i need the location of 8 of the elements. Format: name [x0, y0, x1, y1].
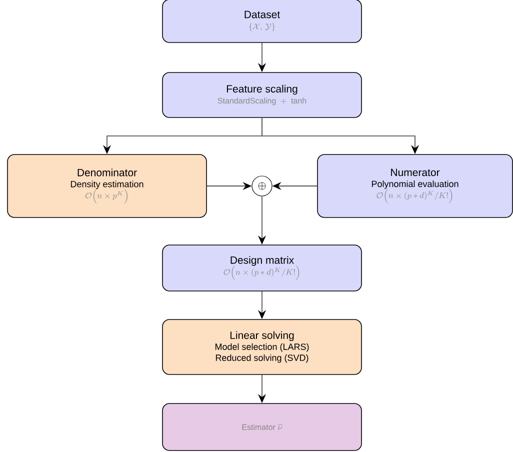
- process-box: Linear solving Model selection (LARS) Reduced solving (SVD): [162, 319, 362, 375]
- process-box: Dataset $\{\mathcal{X},\, \mathcal{Y}\}$: [162, 0, 362, 43]
- process-box: Design matrix $\mathcal{O}\Big(n \times (p * d)^{K}/K!\Big)$: [162, 244, 362, 292]
- process-box: Numerator Polynomial evaluation $\mathcal{O}\Big(n \times (p * d)^{K}/K!\Big)$: [317, 154, 513, 218]
- sum-circle: [252, 176, 272, 196]
- process-box: Denominator Density estimation $\mathcal{O}\Big(n \times p^{K}\Big)$: [7, 154, 207, 218]
- process-box: $\text{Estimator }\widehat{\nu}$: [162, 403, 362, 451]
- process-box: Feature scaling $\mathrm{StandardScaling}\ +\ \tanh$: [162, 72, 362, 118]
